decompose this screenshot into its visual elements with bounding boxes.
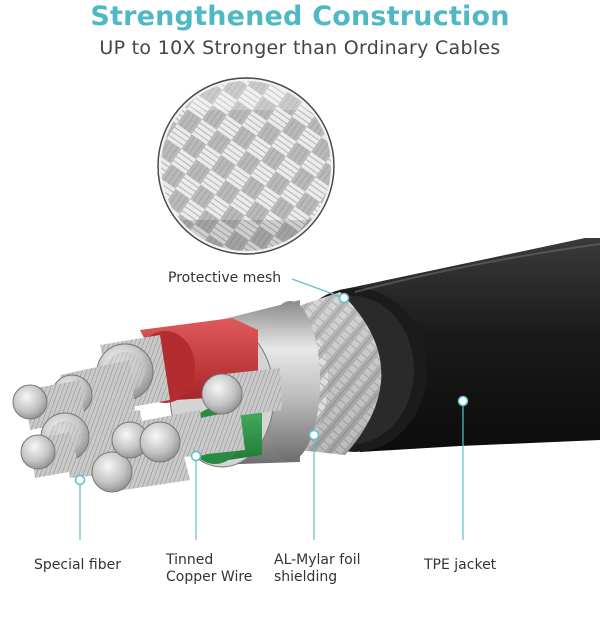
label-tinned-copper-line1: Tinned [166,552,213,569]
label-special-fiber: Special fiber [34,557,121,574]
mesh-magnifier [150,70,350,280]
label-al-mylar-line1: AL-Mylar foil [274,552,361,569]
label-tinned-copper-line2: Copper Wire [166,569,252,586]
label-al-mylar-line2: shielding [274,569,337,586]
label-tpe-jacket: TPE jacket [424,557,496,574]
label-protective-mesh: Protective mesh [168,270,281,287]
